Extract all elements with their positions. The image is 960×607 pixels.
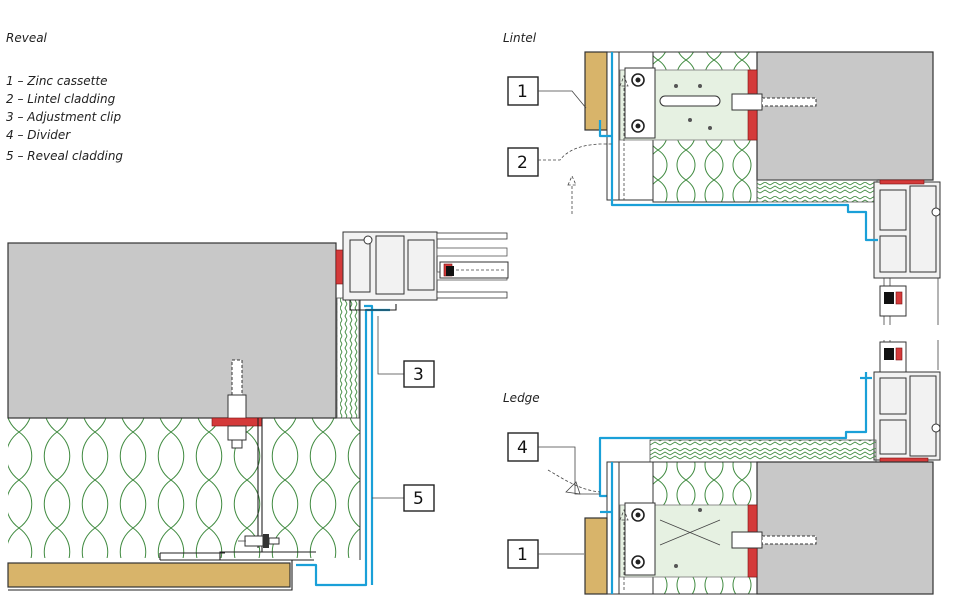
legend-item: 1 – Zinc cassette [6, 74, 107, 88]
lintel-title: Lintel [503, 31, 537, 45]
reveal-insulation [8, 418, 360, 558]
reveal-anchor-bolt [211, 359, 263, 449]
callout-lintel-cladding: 2 [507, 74, 629, 214]
legend-item: 5 – Reveal cladding [6, 149, 123, 163]
ledge-title: Ledge [503, 391, 540, 405]
legend-item: 2 – Lintel cladding [6, 92, 116, 106]
lintel-cladding-line [610, 52, 878, 242]
reveal-insulation-strip [336, 297, 360, 419]
ledge-insulation-strip [649, 439, 877, 463]
ledge-window-frame [873, 340, 941, 463]
lintel-section [584, 51, 941, 325]
callout-reveal-clip: 3 [377, 316, 435, 388]
legend-item: 3 – Adjustment clip [6, 110, 121, 124]
ledge-timber [584, 517, 608, 595]
reveal-section [7, 231, 509, 591]
reveal-timber [7, 562, 291, 588]
callout-number: 5 [413, 489, 424, 509]
reveal-window-frame [342, 231, 509, 301]
callout-reveal-cladding: 5 [372, 484, 435, 512]
callout-number: 2 [517, 153, 528, 173]
legend: 1 – Zinc cassette 2 – Lintel cladding 3 … [6, 74, 123, 163]
callout-number: 1 [517, 545, 528, 565]
reveal-title: Reveal [6, 31, 48, 45]
callout-ledge-divider: 4 [507, 432, 629, 592]
lintel-insulation-strip [756, 179, 878, 203]
reveal-concrete-wall [7, 242, 337, 419]
lintel-window-frame [873, 179, 941, 325]
callout-number: 4 [517, 438, 528, 458]
callout-ledge-cassette: 1 [507, 539, 584, 569]
ledge-section [584, 340, 941, 595]
reveal-screw [238, 534, 280, 548]
ledge-divider-line [598, 372, 868, 498]
callout-number: 3 [413, 365, 424, 385]
lintel-concrete [756, 51, 934, 181]
callout-lintel-cassette: 1 [507, 76, 587, 109]
callout-number: 1 [517, 82, 528, 102]
lintel-timber [584, 51, 608, 131]
ledge-concrete [756, 461, 934, 595]
legend-item: 4 – Divider [6, 128, 71, 142]
